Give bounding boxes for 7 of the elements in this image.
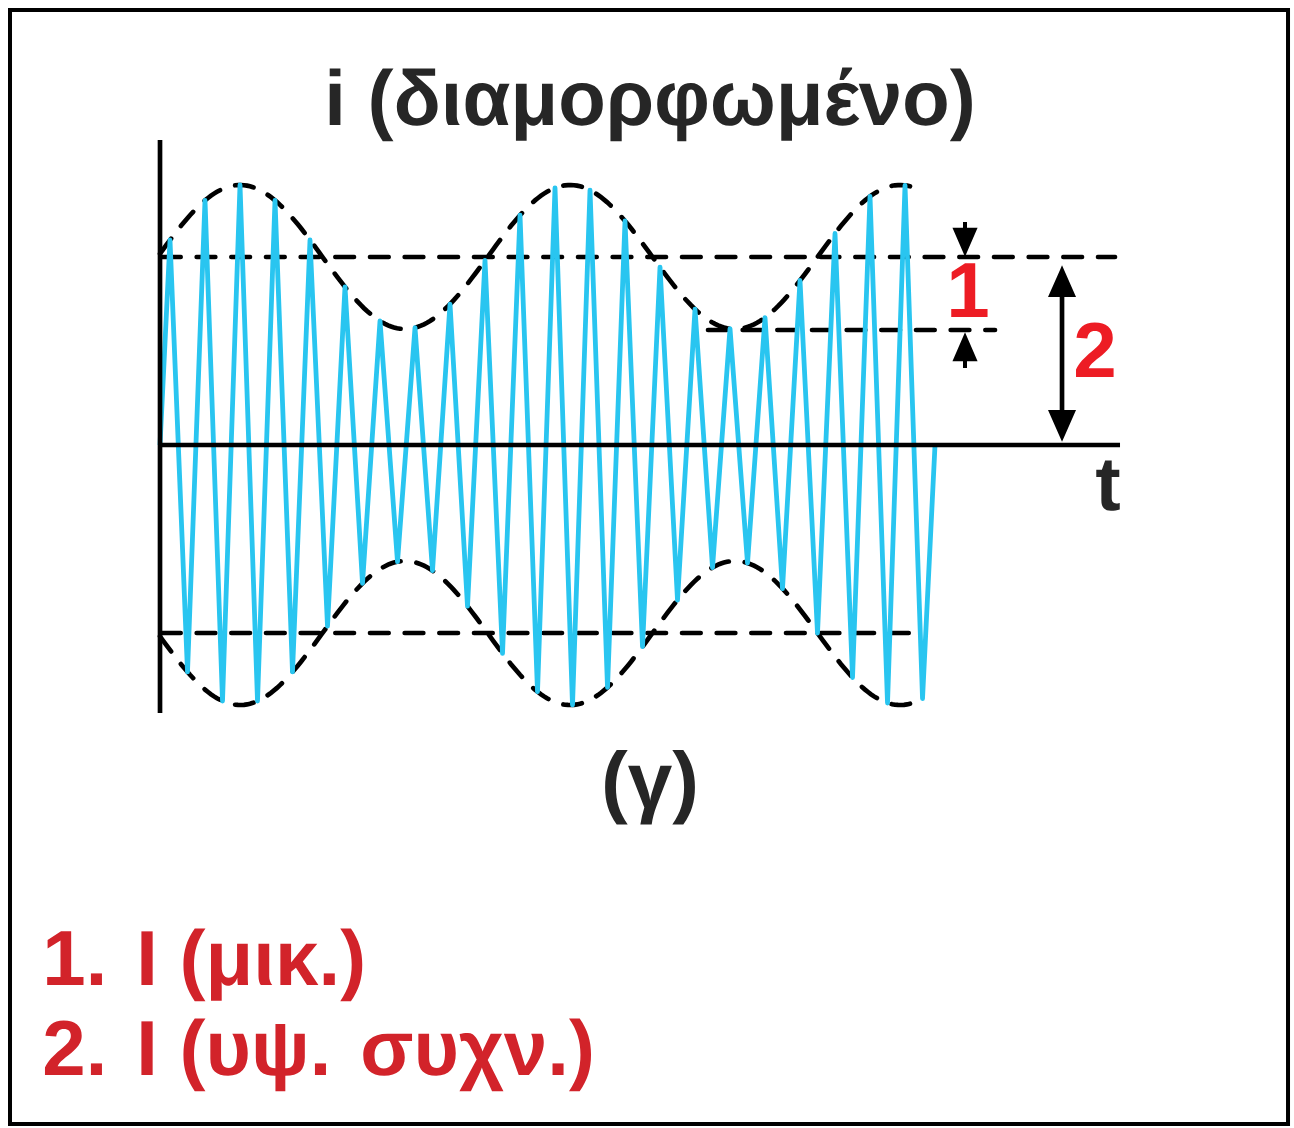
callout-number: 1 (951, 263, 988, 317)
legend-note: 1. I (μικ.) (47, 928, 363, 1002)
legend-note: 2. I (υψ. συχν.) (44, 1018, 591, 1092)
callout-number: 2 (1076, 322, 1114, 377)
chart-title: i (διαμορφωμένο) (329, 67, 972, 142)
figure-label: (γ) (605, 750, 695, 825)
axis-label: t (1096, 460, 1120, 511)
